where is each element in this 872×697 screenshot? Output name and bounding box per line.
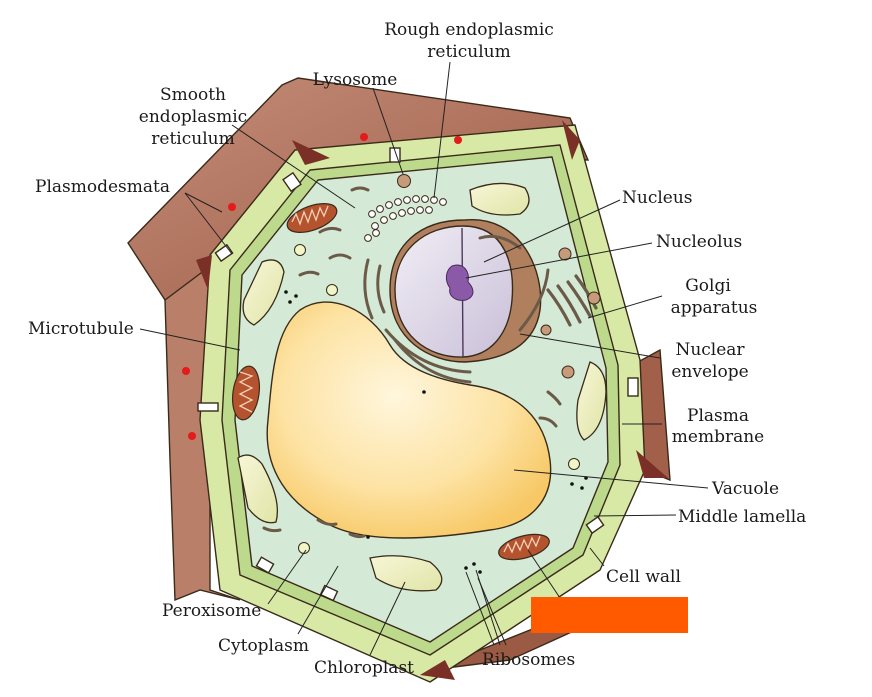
leader-lines: [139, 61, 709, 656]
label-middle-lamella: Middle lamella: [678, 507, 806, 527]
label-peroxisome: Peroxisome: [162, 601, 261, 621]
vacuole: [266, 301, 552, 539]
label-golgi-2: apparatus: [671, 298, 758, 318]
label-rough-er-1: Rough endoplasmic: [384, 20, 554, 40]
labels: Rough endoplasmic reticulum Lysosome Smo…: [28, 20, 806, 678]
label-chloroplast: Chloroplast: [314, 658, 414, 678]
label-nucleus: Nucleus: [622, 188, 693, 208]
label-cell-wall: Cell wall: [606, 567, 681, 587]
ribosomes: [284, 290, 588, 574]
label-microtubule: Microtubule: [28, 319, 134, 339]
mitochondria: [231, 203, 550, 561]
plasmodesmata-dots: [182, 133, 462, 440]
plasmodesmata-gaps: [197, 147, 639, 602]
er-tubules: [318, 186, 550, 384]
label-cytoplasm: Cytoplasm: [218, 636, 309, 656]
label-lysosome: Lysosome: [313, 70, 398, 90]
label-golgi-1: Golgi: [685, 276, 731, 296]
label-ribosomes: Ribosomes: [482, 650, 575, 670]
golgi-apparatus: [546, 274, 598, 327]
chloroplasts: [237, 182, 607, 592]
redaction-box: [531, 597, 688, 633]
label-plasma-membrane-2: membrane: [672, 427, 764, 447]
nucleolus: [445, 264, 474, 301]
label-smooth-er-3: reticulum: [151, 129, 234, 149]
label-plasmodesmata: Plasmodesmata: [35, 177, 170, 197]
lysosome: [397, 174, 411, 188]
label-vacuole: Vacuole: [711, 479, 779, 499]
mitochondria-cristae: [238, 205, 541, 554]
label-nuclear-envelope-2: envelope: [671, 362, 748, 382]
label-plasma-membrane-1: Plasma: [687, 406, 749, 426]
label-smooth-er-2: endoplasmic: [139, 107, 247, 127]
rough-er: [364, 195, 447, 242]
label-rough-er-2: reticulum: [427, 42, 510, 62]
peroxisomes: [294, 244, 580, 554]
vesicles: [397, 174, 601, 379]
cytoplasm-tubules: [262, 270, 562, 539]
nucleus-group: [389, 219, 542, 363]
label-smooth-er-1: Smooth: [160, 85, 226, 105]
label-nuclear-envelope-1: Nuclear: [675, 340, 745, 360]
middle-lamella-corners: [196, 120, 668, 680]
label-nucleolus: Nucleolus: [656, 232, 742, 252]
